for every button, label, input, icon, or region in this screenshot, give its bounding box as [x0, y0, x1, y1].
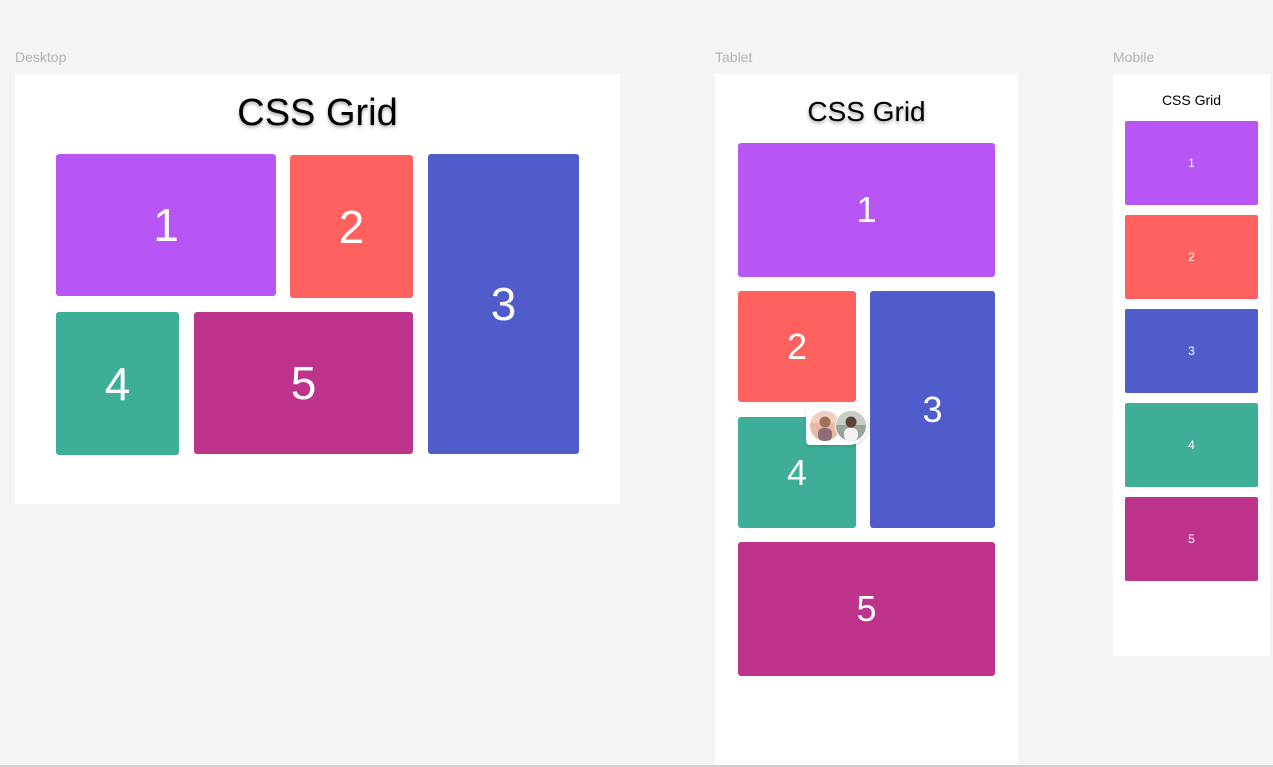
grid-item-4[interactable]: 4 [738, 417, 856, 528]
grid-item-5[interactable]: 5 [194, 312, 413, 454]
grid-item-4[interactable]: 4 [1125, 403, 1258, 487]
grid-item-3[interactable]: 3 [870, 291, 995, 528]
grid-item-5[interactable]: 5 [738, 542, 995, 676]
grid-item-1[interactable]: 1 [56, 154, 276, 296]
avatar-icon[interactable] [835, 410, 867, 442]
frame-tablet[interactable]: CSS Grid 1 2 3 4 5 [715, 74, 1018, 767]
grid-item-2[interactable]: 2 [290, 155, 413, 298]
frame-title-tablet[interactable]: CSS Grid [807, 96, 926, 127]
grid-item-1[interactable]: 1 [1125, 121, 1258, 205]
grid-item-3[interactable]: 3 [428, 154, 579, 454]
frame-title-mobile[interactable]: CSS Grid [1161, 92, 1222, 108]
grid-item-2[interactable]: 2 [738, 291, 856, 402]
grid-item-2[interactable]: 2 [1125, 215, 1258, 299]
frame-title-desktop[interactable]: CSS Grid [237, 92, 398, 134]
frame-label-desktop[interactable]: Desktop [15, 49, 67, 65]
grid-item-3[interactable]: 3 [1125, 309, 1258, 393]
collaborator-avatars[interactable] [806, 407, 868, 445]
frame-label-tablet[interactable]: Tablet [715, 49, 753, 65]
frame-desktop[interactable]: CSS Grid 1 2 3 4 5 [15, 74, 620, 504]
frame-label-mobile[interactable]: Mobile [1113, 49, 1155, 65]
grid-item-5[interactable]: 5 [1125, 497, 1258, 581]
grid-item-1[interactable]: 1 [738, 143, 995, 277]
grid-item-4[interactable]: 4 [56, 312, 179, 455]
canvas-divider [0, 765, 1273, 767]
frame-mobile[interactable]: CSS Grid 1 2 3 4 5 [1113, 74, 1270, 656]
